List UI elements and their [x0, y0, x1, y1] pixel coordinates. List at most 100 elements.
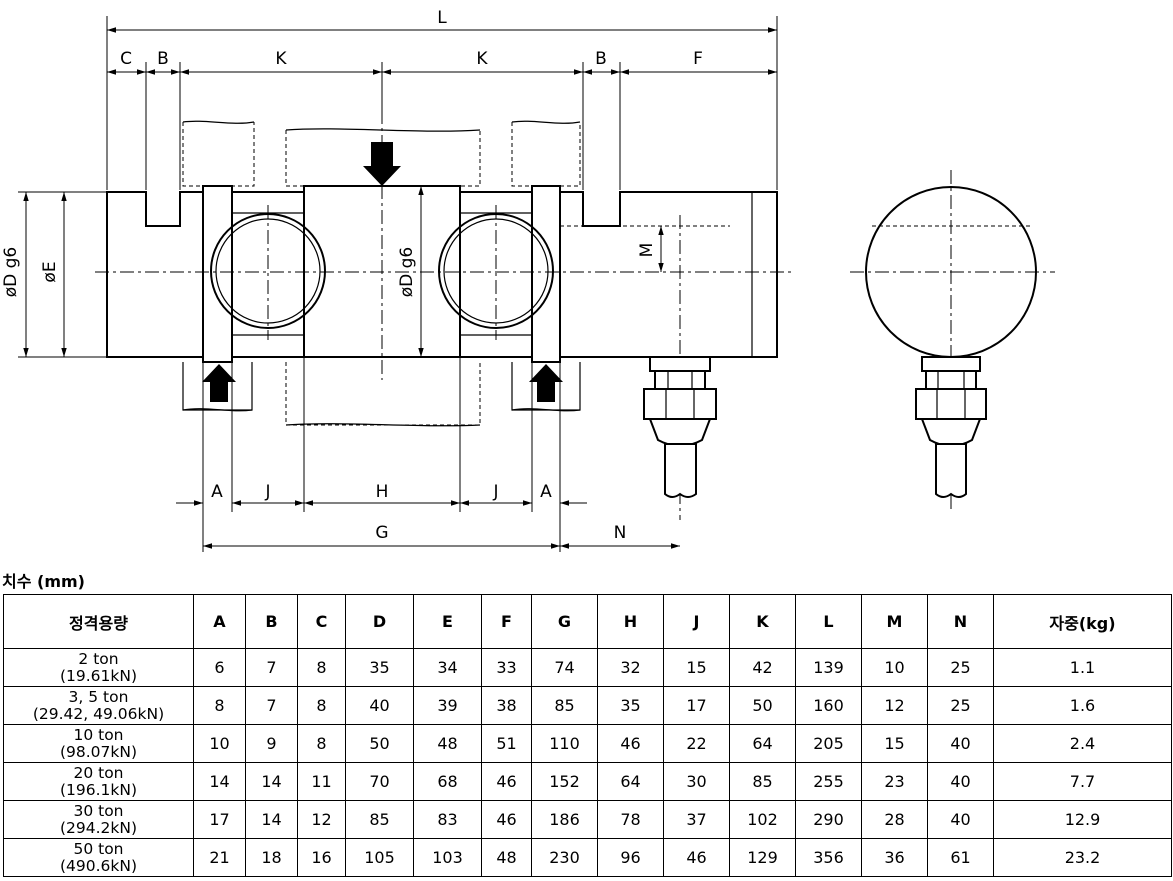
top-dimensions: L C B K K B F — [106, 8, 778, 190]
capacity-line: (29.42, 49.06kN) — [32, 704, 165, 723]
value-cell: 32 — [597, 648, 664, 687]
value-cell: 1.6 — [993, 686, 1172, 725]
value-cell: 42 — [729, 648, 796, 687]
support-arrow-up-left-icon — [202, 364, 236, 402]
label-A-left: A — [211, 482, 223, 502]
capacity-cell: 2 ton(19.61kN) — [3, 648, 194, 687]
value-cell: 46 — [597, 724, 664, 763]
capacity-cell: 3, 5 ton(29.42, 49.06kN) — [3, 686, 194, 725]
value-cell: 50 — [729, 686, 796, 725]
label-F: F — [693, 49, 703, 69]
support-arrow-up-right-icon — [529, 364, 563, 402]
value-cell: 7 — [245, 648, 298, 687]
value-cell: 40 — [927, 724, 994, 763]
value-cell: 36 — [861, 838, 928, 877]
label-K-right: K — [476, 49, 488, 69]
capacity-line: (490.6kN) — [59, 856, 138, 875]
value-cell: 23.2 — [993, 838, 1172, 877]
label-D-left: øD g6 — [1, 247, 21, 298]
value-cell: 78 — [597, 800, 664, 839]
value-cell: 51 — [481, 724, 532, 763]
value-cell: 40 — [345, 686, 414, 725]
value-cell: 8 — [193, 686, 246, 725]
dimension-drawing: L C B K K B F — [1, 8, 1055, 552]
value-cell: 129 — [729, 838, 796, 877]
table-header-cell: M — [861, 594, 928, 649]
value-cell: 230 — [531, 838, 598, 877]
value-cell: 160 — [795, 686, 862, 725]
table-header-cell: 정격용량 — [3, 594, 194, 649]
value-cell: 85 — [729, 762, 796, 801]
value-cell: 139 — [795, 648, 862, 687]
value-cell: 11 — [297, 762, 346, 801]
value-cell: 85 — [531, 686, 598, 725]
label-L: L — [437, 8, 447, 28]
value-cell: 96 — [597, 838, 664, 877]
value-cell: 14 — [245, 800, 298, 839]
table-header-cell: K — [729, 594, 796, 649]
value-cell: 1.1 — [993, 648, 1172, 687]
lower-fixtures — [182, 362, 581, 427]
value-cell: 22 — [663, 724, 730, 763]
value-cell: 255 — [795, 762, 862, 801]
value-cell: 50 — [345, 724, 414, 763]
value-cell: 61 — [927, 838, 994, 877]
capacity-cell: 50 ton(490.6kN) — [3, 838, 194, 877]
value-cell: 205 — [795, 724, 862, 763]
capacity-cell: 30 ton(294.2kN) — [3, 800, 194, 839]
value-cell: 38 — [481, 686, 532, 725]
value-cell: 39 — [413, 686, 482, 725]
table-header-cell: 자중(kg) — [993, 594, 1172, 649]
value-cell: 17 — [193, 800, 246, 839]
value-cell: 8 — [297, 686, 346, 725]
value-cell: 15 — [663, 648, 730, 687]
label-A-right: A — [540, 482, 552, 502]
value-cell: 356 — [795, 838, 862, 877]
value-cell: 7.7 — [993, 762, 1172, 801]
capacity-line: (196.1kN) — [59, 780, 138, 799]
value-cell: 85 — [345, 800, 414, 839]
value-cell: 7 — [245, 686, 298, 725]
value-cell: 46 — [481, 762, 532, 801]
table-header-cell: G — [531, 594, 598, 649]
value-cell: 14 — [193, 762, 246, 801]
value-cell: 35 — [597, 686, 664, 725]
value-cell: 46 — [481, 800, 532, 839]
value-cell: 37 — [663, 800, 730, 839]
load-cell-body — [95, 110, 795, 520]
table-header-cell: L — [795, 594, 862, 649]
value-cell: 34 — [413, 648, 482, 687]
capacity-cell: 10 ton(98.07kN) — [3, 724, 194, 763]
value-cell: 21 — [193, 838, 246, 877]
label-J-right: J — [492, 482, 498, 502]
value-cell: 110 — [531, 724, 598, 763]
value-cell: 12.9 — [993, 800, 1172, 839]
label-C: C — [120, 49, 132, 69]
label-M: M — [637, 243, 657, 258]
value-cell: 70 — [345, 762, 414, 801]
table-header-cell: N — [927, 594, 994, 649]
capacity-cell: 20 ton(196.1kN) — [3, 762, 194, 801]
capacity-line: (294.2kN) — [59, 818, 138, 837]
table-header-cell: C — [297, 594, 346, 649]
label-G: G — [375, 523, 388, 543]
capacity-line: (19.61kN) — [59, 666, 138, 685]
label-K-left: K — [275, 49, 287, 69]
value-cell: 290 — [795, 800, 862, 839]
cable-gland — [643, 356, 717, 498]
value-cell: 35 — [345, 648, 414, 687]
label-J-left: J — [264, 482, 270, 502]
value-cell: 102 — [729, 800, 796, 839]
table-header-cell: D — [345, 594, 414, 649]
value-cell: 74 — [531, 648, 598, 687]
capacity-line: 2 ton — [78, 649, 119, 668]
label-N: N — [614, 523, 627, 543]
value-cell: 18 — [245, 838, 298, 877]
value-cell: 48 — [481, 838, 532, 877]
